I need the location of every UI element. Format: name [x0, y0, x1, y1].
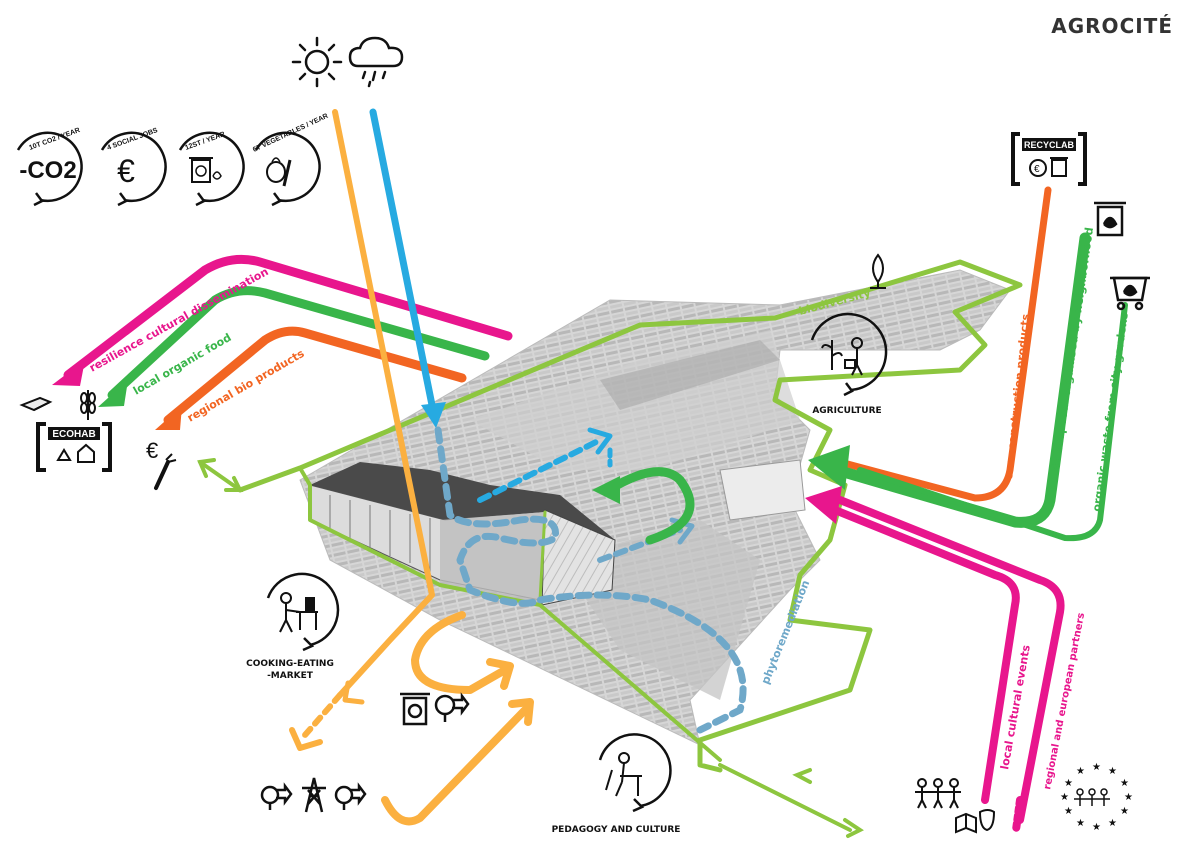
- site-ground: [299, 269, 1011, 746]
- weather-flows: [289, 108, 446, 751]
- waste-bin-icon: [1094, 201, 1126, 237]
- label-cooking: COOKING-EATING: [246, 659, 334, 669]
- compost-loop-arrow: [592, 467, 695, 545]
- bulb-arrow-icon-right: [334, 782, 367, 810]
- metric-co2-caption: 10T CO2 / YEAR: [28, 127, 81, 152]
- book-icon: [19, 396, 53, 412]
- metric-co2: -CO2 10T CO2 / YEAR: [16, 127, 83, 207]
- metric-vegetables: 6T VEGETABLES / YEAR: [252, 113, 329, 207]
- recycle-bin-icon: [400, 692, 430, 726]
- flow-label-eco-construction: eco- construction products: [1002, 313, 1032, 480]
- page-title: AGROCITÉ: [1051, 14, 1173, 38]
- cooking-cycle-icon: [266, 572, 340, 652]
- svg-text:★: ★: [1076, 766, 1085, 777]
- flow-label-organic-waste: organic waste from city gardens: [1090, 311, 1131, 512]
- svg-text:€: €: [1034, 164, 1040, 175]
- eu-stars-icon: ★★ ★★ ★★ ★★ ★★ ★★: [1060, 762, 1133, 833]
- metric-waste: 12ST / YEAR: [178, 131, 245, 207]
- metric-jobs-symbol: €: [117, 153, 135, 189]
- svg-text:★: ★: [1120, 778, 1129, 789]
- pedagogy-cycle-icon: [598, 733, 672, 813]
- euro-carrot-icon: €: [146, 438, 177, 490]
- svg-text:★: ★: [1108, 818, 1117, 829]
- ecohab-block: ECOHAB €: [19, 390, 177, 490]
- ecohab-label: ECOHAB: [52, 429, 95, 440]
- sun-icon: [291, 36, 343, 88]
- main-building: [309, 462, 616, 606]
- home-icon: [56, 443, 95, 463]
- recyclab-label: RECYCLAB: [1024, 140, 1075, 150]
- label-market: -MARKET: [267, 671, 314, 681]
- svg-text:€: €: [146, 438, 158, 463]
- svg-text:★: ★: [1108, 766, 1117, 777]
- svg-text:★: ★: [1120, 806, 1129, 817]
- wheat-icon: [80, 390, 96, 420]
- agriculture-cycle-icon: [810, 312, 888, 397]
- energy-flows: [381, 611, 534, 826]
- bulb-arrow-icon: [434, 692, 470, 722]
- recyclab-block: RECYCLAB €: [1011, 132, 1087, 186]
- compost-cart-icon: [1110, 276, 1150, 311]
- rain-cloud-icon: [348, 36, 404, 88]
- label-pedagogy: PEDAGOGY AND CULTURE: [552, 825, 681, 835]
- svg-text:★: ★: [1092, 762, 1101, 773]
- euro-bin-icon: €: [1029, 157, 1068, 177]
- pylon-icon: [302, 777, 326, 813]
- book-mask-icon: [955, 809, 996, 834]
- metric-co2-symbol: -CO2: [19, 157, 76, 184]
- right-flows: [805, 186, 1128, 834]
- metric-vegetables-caption: 6T VEGETABLES / YEAR: [252, 113, 329, 154]
- site-boundary-line: [198, 259, 1023, 832]
- svg-text:★: ★: [1124, 792, 1133, 803]
- svg-text:★: ★: [1092, 822, 1101, 833]
- leaf-icon: [870, 253, 886, 289]
- left-flows: [52, 254, 513, 430]
- flow-label-waste-neighborhood: waste disposal organised by neighborhood: [1046, 226, 1096, 492]
- svg-text:★: ★: [1064, 778, 1073, 789]
- metric-jobs: € 4 SOCIAL JOBS: [100, 127, 167, 207]
- boundary-arrowheads: [197, 458, 864, 838]
- label-agriculture: AGRICULTURE: [812, 406, 881, 416]
- svg-text:★: ★: [1064, 806, 1073, 817]
- bulb-arrow-icon-left: [260, 782, 293, 810]
- people-icon: [915, 778, 961, 809]
- svg-text:★: ★: [1076, 818, 1085, 829]
- flow-label-regional-partners: regional and european partners: [1042, 612, 1087, 791]
- svg-text:★: ★: [1060, 792, 1069, 803]
